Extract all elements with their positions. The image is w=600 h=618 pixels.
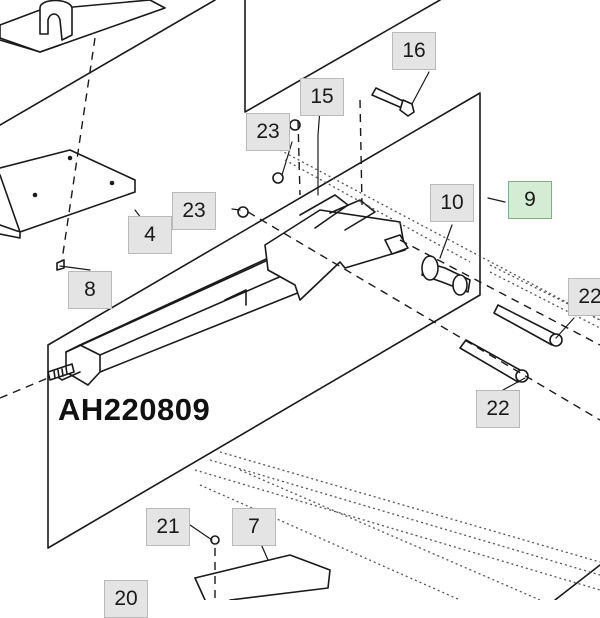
callout-9[interactable]: 9	[508, 181, 552, 219]
frame-panel-lower	[554, 564, 600, 600]
nut-part-23-lower	[237, 206, 249, 218]
callout-21[interactable]: 21	[146, 508, 190, 546]
bushing-part-10	[421, 255, 471, 296]
frame-panel-upper	[0, 0, 216, 126]
arm-stud	[47, 363, 75, 381]
callout-23-upper[interactable]: 23	[246, 113, 290, 151]
callout-16[interactable]: 16	[392, 32, 436, 70]
parts-diagram	[0, 0, 600, 600]
frame-panel-main	[47, 92, 481, 549]
bolt-part-22-lower	[459, 339, 529, 383]
nut-part-23-upper	[272, 172, 284, 184]
assembly-line-2	[359, 99, 363, 206]
callout-7[interactable]: 7	[232, 508, 276, 546]
callout-4[interactable]: 4	[128, 216, 172, 254]
bracket-top	[0, 0, 166, 53]
callout-22-lower[interactable]: 22	[476, 390, 520, 428]
bolt-part-22-upper	[493, 304, 563, 347]
plate-part-4	[0, 149, 136, 239]
callout-15[interactable]: 15	[300, 78, 344, 116]
assembly-line-4	[297, 119, 301, 196]
leader-lines	[59, 71, 575, 561]
callout-10[interactable]: 10	[430, 184, 474, 222]
assembly-line-1	[61, 37, 96, 261]
bracket-part-7	[194, 554, 331, 600]
assembly-line-3	[0, 377, 49, 399]
bolt-part-16	[371, 87, 415, 117]
callout-20[interactable]: 20	[104, 580, 148, 618]
callout-8[interactable]: 8	[68, 271, 112, 309]
assembly-line-5	[247, 211, 600, 421]
diagram-code: AH220809	[58, 392, 211, 427]
frame-panel-right	[244, 0, 441, 113]
callout-23-lower[interactable]: 23	[172, 192, 216, 230]
callout-22-right[interactable]: 22	[568, 278, 600, 316]
bolt-part-8	[56, 259, 65, 271]
assembly-line-6	[399, 239, 600, 346]
